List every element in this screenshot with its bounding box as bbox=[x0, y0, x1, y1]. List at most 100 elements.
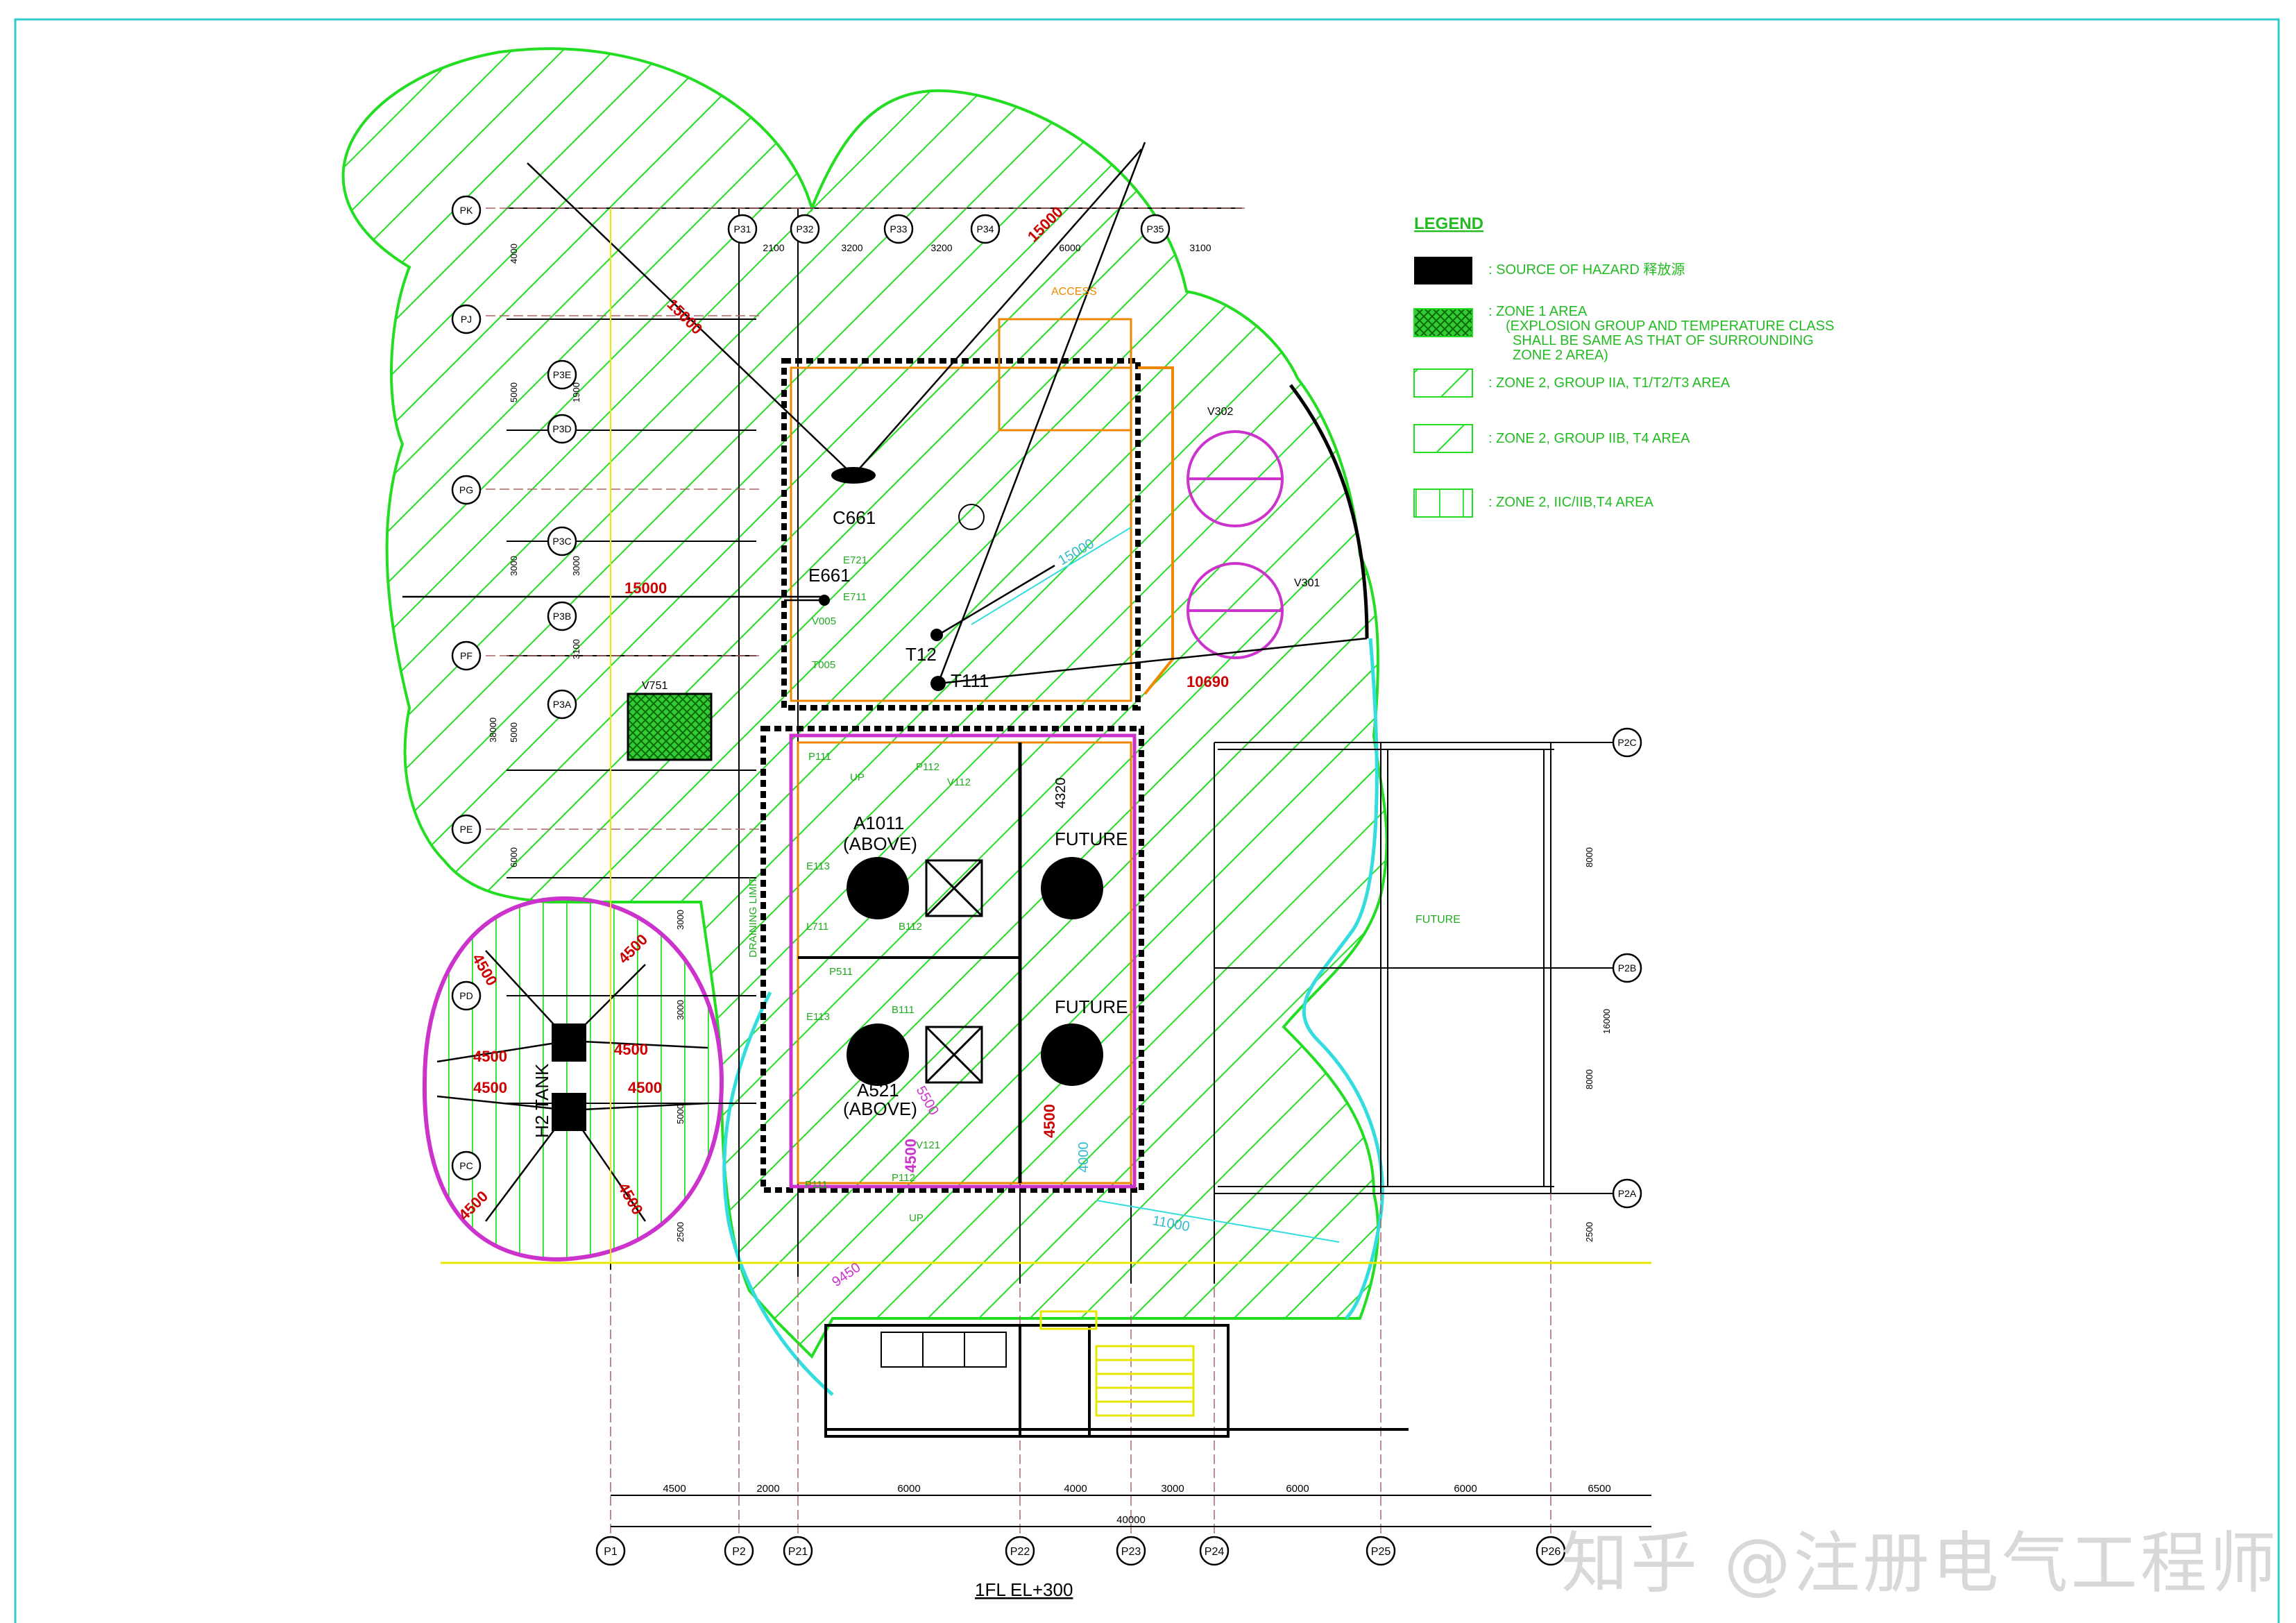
label-future1: FUTURE bbox=[1055, 829, 1128, 849]
svg-text:38000: 38000 bbox=[488, 717, 498, 742]
svg-text:3000: 3000 bbox=[509, 556, 519, 576]
legend-item-zone1-line2: SHALL BE SAME AS THAT OF SURROUNDING bbox=[1513, 333, 1814, 348]
svg-text:P35: P35 bbox=[1147, 223, 1164, 235]
svg-text:P2: P2 bbox=[732, 1546, 746, 1558]
svg-text:P2B: P2B bbox=[1618, 962, 1636, 974]
svg-text:P3B: P3B bbox=[553, 611, 571, 622]
svg-text:E113: E113 bbox=[806, 860, 830, 872]
svg-text:P112: P112 bbox=[916, 761, 939, 773]
label-a1011: A1011 bbox=[853, 813, 904, 833]
right-grid-labels: P2C P2B P2A bbox=[1617, 737, 1637, 1199]
svg-text:4500: 4500 bbox=[902, 1139, 919, 1173]
svg-text:V005: V005 bbox=[812, 615, 836, 627]
bottom-grid-labels: P1 P2 P21 P22 P23 P24 P25 P26 bbox=[604, 1546, 1561, 1558]
svg-text:P1: P1 bbox=[604, 1546, 618, 1558]
svg-text:4500: 4500 bbox=[628, 1079, 662, 1096]
svg-text:PJ: PJ bbox=[461, 314, 472, 325]
electrolyser-a1011-left bbox=[847, 857, 909, 919]
svg-text:T005: T005 bbox=[812, 659, 835, 671]
label-above1: (ABOVE) bbox=[843, 833, 917, 854]
right-grid-bubbles bbox=[1612, 727, 1642, 1209]
svg-text:6000: 6000 bbox=[509, 847, 519, 867]
svg-text:E113: E113 bbox=[806, 1011, 830, 1023]
svg-text:5000: 5000 bbox=[509, 722, 519, 742]
svg-text:PC: PC bbox=[459, 1160, 473, 1171]
equipment-labels-green: E113 E113 L711 B112 B111 P111 P111 P112 … bbox=[747, 554, 971, 1224]
svg-text:3000: 3000 bbox=[1161, 1483, 1184, 1495]
radius-dimension-lines bbox=[402, 142, 1368, 1222]
cyan-dim-11000 bbox=[1096, 1200, 1340, 1243]
svg-text:B112: B112 bbox=[899, 921, 922, 933]
v751-zone1-block bbox=[627, 692, 713, 761]
legend-item-zone2-iib: : ZONE 2, GROUP IIB, T4 AREA bbox=[1488, 431, 1690, 446]
svg-text:P3C: P3C bbox=[552, 536, 571, 547]
vessel-v302 bbox=[1187, 430, 1284, 527]
svg-text:8000: 8000 bbox=[1584, 1069, 1595, 1089]
svg-text:3000: 3000 bbox=[675, 910, 686, 930]
svg-text:P111: P111 bbox=[808, 751, 831, 763]
svg-text:4320: 4320 bbox=[1053, 778, 1069, 809]
svg-text:6000: 6000 bbox=[897, 1483, 920, 1495]
svg-text:P2C: P2C bbox=[1617, 737, 1636, 748]
left-grid-bubbles bbox=[451, 195, 577, 1181]
left-dimension-labels: 4000 5000 1900 3000 3000 3100 5000 6000 … bbox=[488, 244, 686, 1242]
dimension-chain-bottom bbox=[611, 1495, 1651, 1527]
svg-text:8000: 8000 bbox=[1584, 847, 1595, 867]
svg-text:UP: UP bbox=[850, 772, 865, 783]
compressor-room-inner bbox=[790, 366, 1132, 702]
zone-edge-arc bbox=[1289, 384, 1369, 639]
svg-text:4500: 4500 bbox=[614, 1041, 648, 1058]
svg-text:16000: 16000 bbox=[1601, 1009, 1612, 1034]
svg-text:V112: V112 bbox=[947, 776, 971, 788]
svg-text:4500: 4500 bbox=[473, 1079, 507, 1096]
svg-text:10690: 10690 bbox=[1187, 673, 1229, 690]
label-h2tank: H2 TANK bbox=[532, 1063, 552, 1138]
legend-text: LEGEND : SOURCE OF HAZARD 释放源 : ZONE 1 A… bbox=[1414, 214, 1834, 510]
vessel-v301 bbox=[1187, 562, 1284, 659]
svg-text:PF: PF bbox=[460, 650, 473, 661]
label-e661: E661 bbox=[808, 565, 851, 586]
bottom-grid-bubbles bbox=[595, 1536, 1566, 1566]
label-v751: V751 bbox=[642, 680, 667, 692]
svg-text:15000: 15000 bbox=[624, 579, 667, 597]
svg-text:6000: 6000 bbox=[1454, 1483, 1477, 1495]
electrolysis-room-orange bbox=[797, 741, 1132, 1184]
svg-text:P32: P32 bbox=[797, 223, 814, 235]
hazard-source-t12 bbox=[930, 629, 943, 641]
svg-text:L711: L711 bbox=[806, 921, 828, 933]
svg-text:6500: 6500 bbox=[1588, 1483, 1610, 1495]
svg-text:5000: 5000 bbox=[509, 382, 519, 402]
svg-text:UP: UP bbox=[909, 1212, 924, 1224]
svg-text:PD: PD bbox=[459, 990, 473, 1001]
svg-text:4000: 4000 bbox=[509, 244, 519, 264]
svg-text:P25: P25 bbox=[1371, 1546, 1391, 1558]
svg-text:P111: P111 bbox=[805, 1179, 828, 1191]
svg-text:2500: 2500 bbox=[675, 1222, 686, 1242]
svg-text:4500: 4500 bbox=[473, 1048, 507, 1065]
svg-text:P3D: P3D bbox=[552, 423, 571, 434]
svg-text:PE: PE bbox=[460, 824, 473, 835]
svg-text:B111: B111 bbox=[892, 1004, 915, 1016]
svg-text:6000: 6000 bbox=[1059, 242, 1080, 253]
drawing-frame bbox=[14, 18, 2280, 1623]
svg-text:4500: 4500 bbox=[1041, 1104, 1058, 1138]
tank-outline bbox=[958, 504, 985, 530]
electrolyser-a521 bbox=[847, 1023, 909, 1086]
svg-text:2100: 2100 bbox=[763, 242, 784, 253]
legend-zone2-iia-swatch bbox=[1413, 368, 1473, 398]
label-t111: T111 bbox=[951, 670, 989, 691]
electrolyser-future-bottom bbox=[1041, 1023, 1103, 1086]
svg-text:P3E: P3E bbox=[553, 369, 571, 380]
svg-text:P34: P34 bbox=[977, 223, 994, 235]
svg-text:40000: 40000 bbox=[1116, 1514, 1146, 1526]
legend-zone2-iic-swatch bbox=[1413, 488, 1473, 518]
equipment-labels-black: C661 E661 T12 T111 A1011 (ABOVE) A521 (A… bbox=[532, 507, 1128, 1138]
legend-swatches bbox=[1413, 257, 1473, 518]
h2-tank-zone-iic bbox=[422, 896, 724, 1262]
svg-text:P511: P511 bbox=[829, 966, 853, 978]
cyan-dim-15000 bbox=[971, 527, 1132, 625]
svg-text:6000: 6000 bbox=[1286, 1483, 1309, 1495]
label-access: ACCESS bbox=[1051, 286, 1097, 298]
svg-text:P31: P31 bbox=[734, 223, 751, 235]
